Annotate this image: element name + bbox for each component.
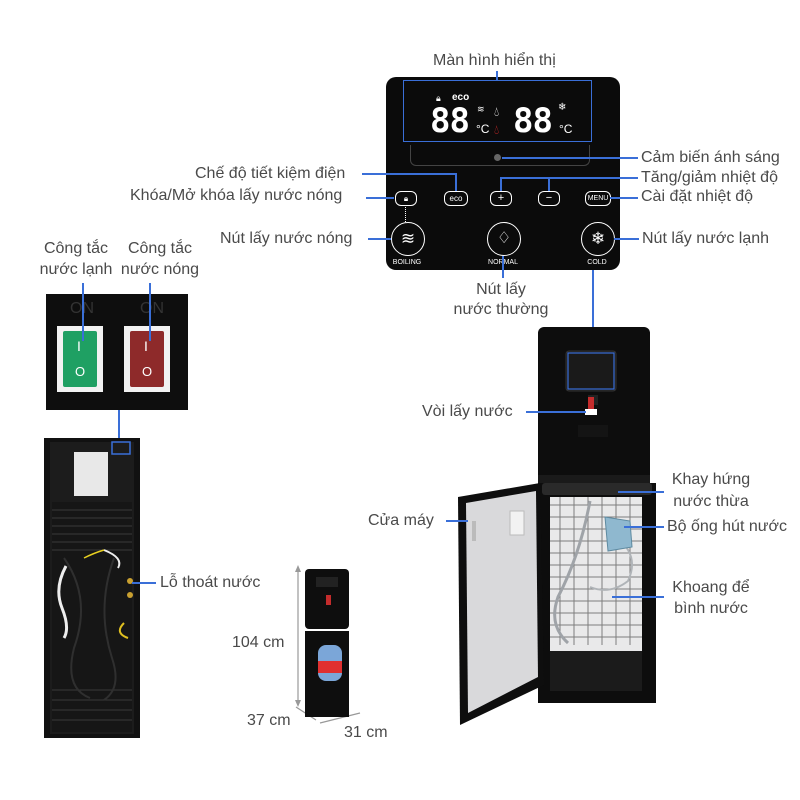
hot-switch-label-1: Công tắc: [127, 240, 193, 257]
lock-dotted-line: [405, 207, 406, 222]
height-dimension: 104 cm: [232, 634, 285, 651]
boiling-caption: BOILING: [392, 259, 422, 266]
hot-lock-leader: [366, 197, 394, 199]
bottle-compartment-leader: [612, 596, 664, 598]
drip-tray-leader: [618, 491, 664, 493]
door-leader: [446, 520, 468, 522]
hot-button-leader: [368, 238, 391, 240]
display-bezel: [410, 145, 590, 166]
hot-switch-leader: [149, 283, 151, 341]
menu-button[interactable]: MENU: [585, 191, 611, 206]
display-screen-label: Màn hình hiển thị: [433, 52, 556, 69]
temp-down-button[interactable]: −: [538, 191, 560, 206]
bottle-compartment-label-2: bình nước: [674, 600, 748, 617]
left-temperature-digits: 88: [430, 101, 470, 141]
display-screen: [403, 80, 592, 142]
dispenser-image: [458, 327, 656, 725]
display-leader: [496, 71, 498, 81]
boiling-button[interactable]: ≋: [391, 222, 425, 256]
cold-button-leader: [614, 238, 639, 240]
hot-button-label: Nút lấy nước nóng: [220, 230, 353, 247]
dimension-view-image: [295, 565, 361, 724]
temp-leader-minus: [548, 177, 550, 191]
snowflake-small-icon: ❄: [558, 102, 567, 113]
suction-tube-label: Bộ ống hút nước: [667, 518, 787, 535]
normal-button[interactable]: ♢: [487, 222, 521, 256]
back-view-image: [44, 438, 140, 738]
drip-tray-label-2: nước thừa: [673, 493, 749, 510]
cold-button-label: Nút lấy nước lạnh: [642, 230, 770, 247]
panel-to-dispenser-leader: [592, 270, 594, 350]
normal-button-label-2: nước thường: [453, 301, 549, 318]
temp-up-down-label: Tăng/giảm nhiệt độ: [641, 169, 778, 186]
hot-water-switch[interactable]: [130, 331, 164, 387]
right-unit: °C: [559, 122, 573, 136]
hot-on-text: ON: [140, 300, 164, 317]
bottle-compartment-label-1: Khoang để: [672, 579, 750, 596]
hot-drop-icon: 💧︎: [494, 122, 500, 137]
normal-button-label-1: Nút lấy: [476, 281, 526, 298]
hot-lock-button[interactable]: 🔒︎: [395, 191, 417, 206]
cold-switch-label-1: Công tắc: [43, 240, 109, 257]
drain-hole-leader: [132, 582, 156, 584]
cold-caption: COLD: [587, 259, 607, 266]
cold-water-switch[interactable]: [63, 331, 97, 387]
lock-icon: 🔒︎: [436, 93, 441, 103]
door-label: Cửa máy: [368, 512, 434, 529]
light-sensor: [494, 154, 501, 161]
hot-switch-bar: I: [144, 338, 148, 354]
hot-switch-circle: O: [142, 364, 153, 379]
eco-mode-label: Chế độ tiết kiệm điện: [195, 165, 346, 182]
left-unit: °C: [476, 122, 490, 136]
eco-button[interactable]: eco: [444, 191, 468, 206]
temp-setting-label: Cài đặt nhiệt độ: [641, 188, 754, 205]
normal-button-leader: [502, 256, 504, 278]
temp-setting-leader: [610, 197, 638, 199]
water-drop-icon: 💧︎: [494, 104, 500, 119]
hot-switch-label-2: nước nóng: [120, 261, 200, 278]
width-dimension: 31 cm: [344, 724, 388, 741]
heat-waves-icon: ≋: [477, 104, 485, 114]
cold-button[interactable]: ❄: [581, 222, 615, 256]
switch-to-back-leader: [118, 410, 120, 442]
cold-switch-leader: [82, 283, 84, 341]
drain-hole-label: Lỗ thoát nước: [160, 574, 261, 591]
temp-leader-plus: [500, 177, 502, 191]
temp-up-button[interactable]: +: [490, 191, 512, 206]
faucet-leader: [526, 411, 586, 413]
light-sensor-leader: [502, 157, 638, 159]
eco-leader-h: [362, 173, 455, 175]
light-sensor-label: Cảm biến ánh sáng: [641, 149, 780, 166]
faucet-label: Vòi lấy nước: [422, 403, 513, 420]
eco-leader-v: [455, 173, 457, 191]
suction-tube-leader: [624, 526, 664, 528]
drip-tray-label-1: Khay hứng: [671, 471, 751, 488]
temp-leader-h: [500, 177, 638, 179]
cold-switch-circle: O: [75, 364, 86, 379]
right-temperature-digits: 88: [513, 101, 553, 141]
cold-switch-label-2: nước lạnh: [39, 261, 113, 278]
hot-lock-label: Khóa/Mở khóa lấy nước nóng: [130, 187, 343, 204]
cold-switch-bar: I: [77, 338, 81, 354]
eco-display-label: eco: [452, 92, 470, 103]
depth-dimension: 37 cm: [247, 712, 291, 729]
